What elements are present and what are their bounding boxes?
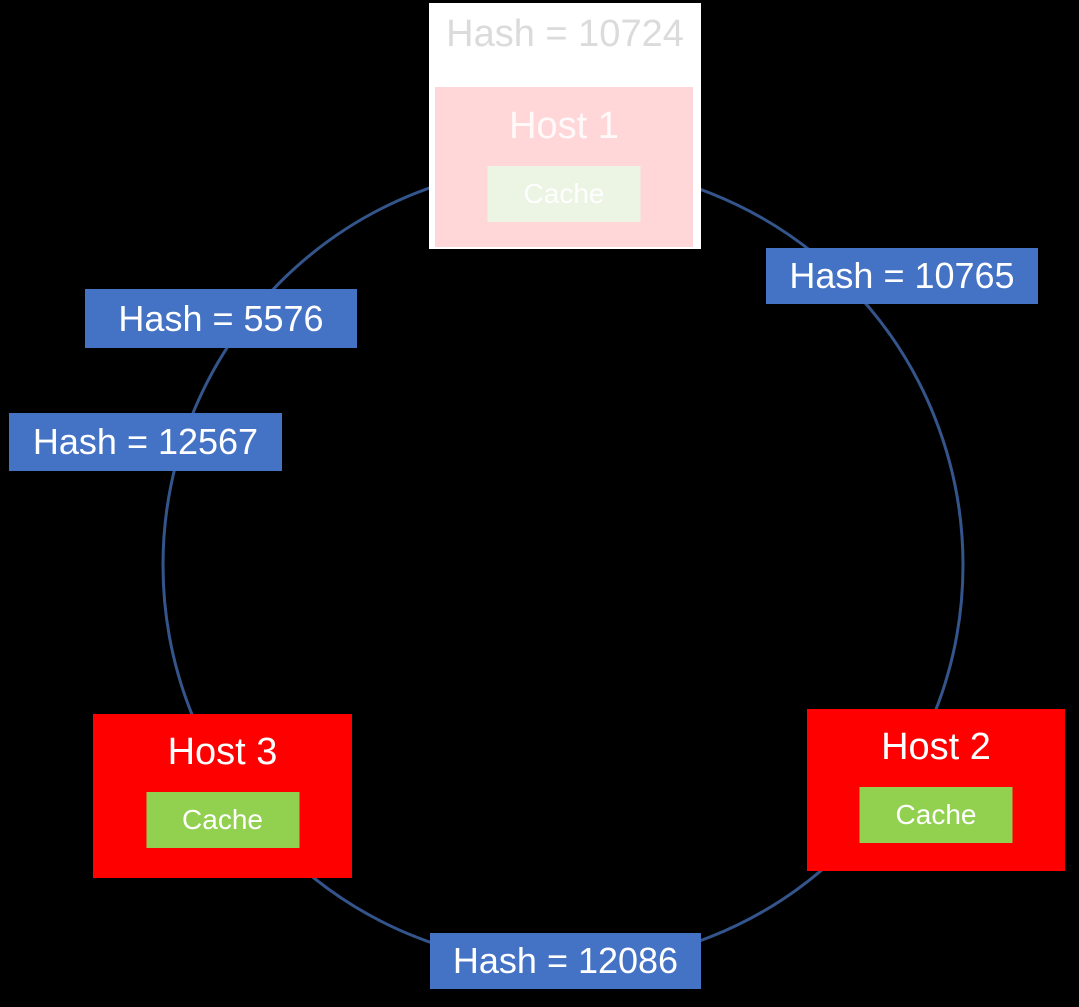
hash-label-5576: Hash = 5576 xyxy=(85,289,357,348)
host-1-cache-box: Cache xyxy=(487,166,641,222)
host-2-cache-label: Cache xyxy=(895,799,977,830)
removed-host-panel: Hash = 10724 Host 1 Cache xyxy=(429,3,701,249)
host-3-title: Host 3 xyxy=(167,731,278,773)
host-2-cache-box: Cache xyxy=(859,787,1013,843)
host-3-cache-label: Cache xyxy=(182,804,263,835)
host-2-box: Host 2 Cache xyxy=(807,709,1065,871)
host-1-cache-label: Cache xyxy=(523,178,605,209)
host-3-box: Host 3 Cache xyxy=(93,714,352,878)
host-1-box: Host 1 Cache xyxy=(435,87,693,247)
removed-host-hash-label: Hash = 10724 xyxy=(446,13,684,55)
host-2-title: Host 2 xyxy=(881,726,991,768)
host-1-title: Host 1 xyxy=(509,105,619,147)
host-3-cache-box: Cache xyxy=(146,792,299,848)
hash-label-12086: Hash = 12086 xyxy=(430,933,701,989)
hash-label-10765: Hash = 10765 xyxy=(766,248,1038,304)
hash-label-12567: Hash = 12567 xyxy=(9,413,282,471)
